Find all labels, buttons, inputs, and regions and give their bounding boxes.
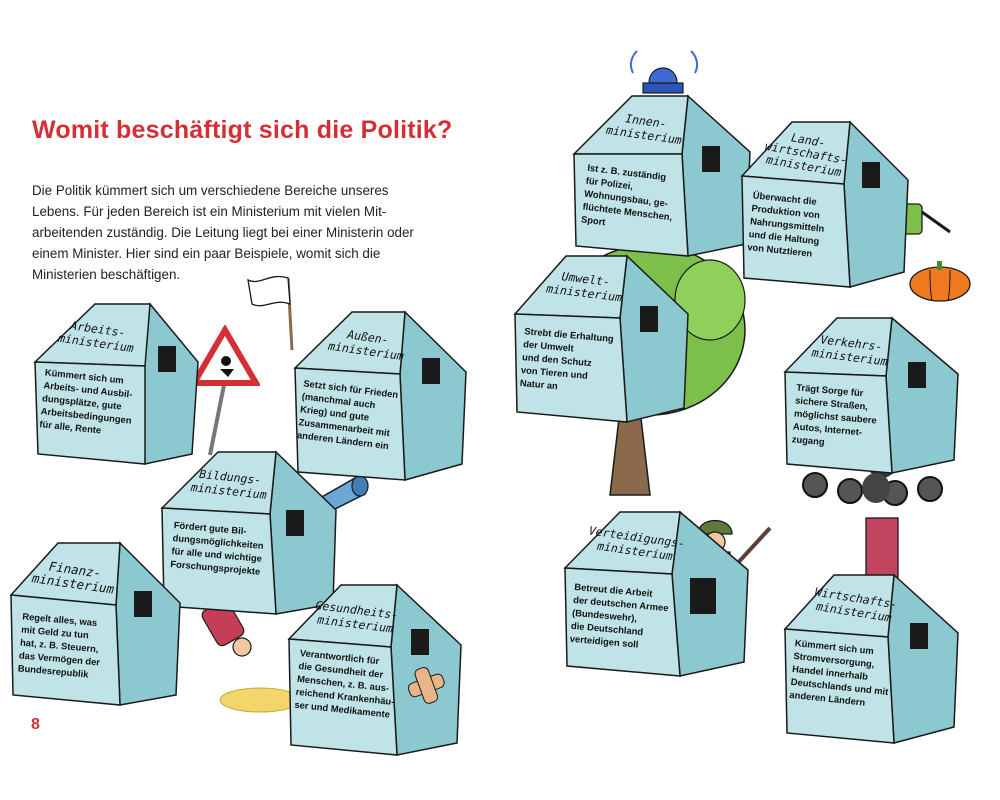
house-shape — [563, 510, 749, 677]
house-shape — [160, 450, 337, 615]
house-shape — [572, 94, 751, 257]
house-shape — [740, 120, 909, 288]
intro-line: Ministerien beschäftigen. — [32, 267, 181, 282]
bandage-icon — [407, 667, 445, 704]
ministry-house-arbeit: Arbeits- ministerium Kümmert sich um Arb… — [30, 302, 200, 465]
page-title: Womit beschäftigt sich die Politik? — [32, 116, 453, 144]
warning-sign-icon — [190, 325, 260, 456]
ministry-house-wirtschaft: Wirtschafts- ministerium Kümmert sich um… — [782, 573, 962, 747]
ministry-house-bildung: Bildungs- ministerium Fördert gute Bil- … — [158, 450, 338, 617]
house-shape — [293, 310, 467, 481]
pumpkin-icon — [909, 261, 971, 302]
house-shape — [783, 573, 959, 744]
ministry-house-verkehr: Verkehrs- ministerium Trägt Sorge für si… — [782, 316, 960, 478]
police-light-icon — [629, 50, 699, 94]
ministry-house-gesundheit: Gesundheits- ministerium Verantwortlich … — [285, 583, 465, 757]
house-shape — [33, 302, 199, 465]
intro-line: Lebens. Für jeden Bereich ist ein Minist… — [32, 204, 387, 219]
ministry-house-finanz: Finanz- ministerium Regelt alles, was mi… — [8, 541, 183, 708]
intro-line: arbeitenden zuständig. Die Leitung liegt… — [32, 225, 414, 240]
ministry-house-aussen: Außen- ministerium Setzt sich für Friede… — [290, 310, 470, 482]
house-shape — [287, 583, 462, 756]
ministry-house-innen: Innen- ministerium Ist z. B. zuständig f… — [570, 94, 752, 261]
intro-line: Die Politik kümmert sich um verschiedene… — [32, 183, 389, 198]
house-shape — [513, 254, 689, 423]
intro-text: Die Politik kümmert sich um verschiedene… — [32, 180, 462, 285]
ministry-house-landwirtschaft: Land- wirtschafts- ministerium Überwacht… — [738, 120, 910, 292]
ministry-house-verteidigung: Verteidigungs- ministerium Betreut die A… — [562, 510, 752, 680]
house-shape — [783, 316, 959, 474]
intro-line: einem Minister. Hier sind ein paar Beisp… — [32, 246, 381, 261]
ministry-house-umwelt: Umwelt- ministerium Strebt die Erhaltung… — [512, 254, 692, 428]
page-number: 8 — [31, 716, 40, 733]
white-flag-icon — [247, 275, 294, 351]
house-shape — [9, 541, 181, 706]
